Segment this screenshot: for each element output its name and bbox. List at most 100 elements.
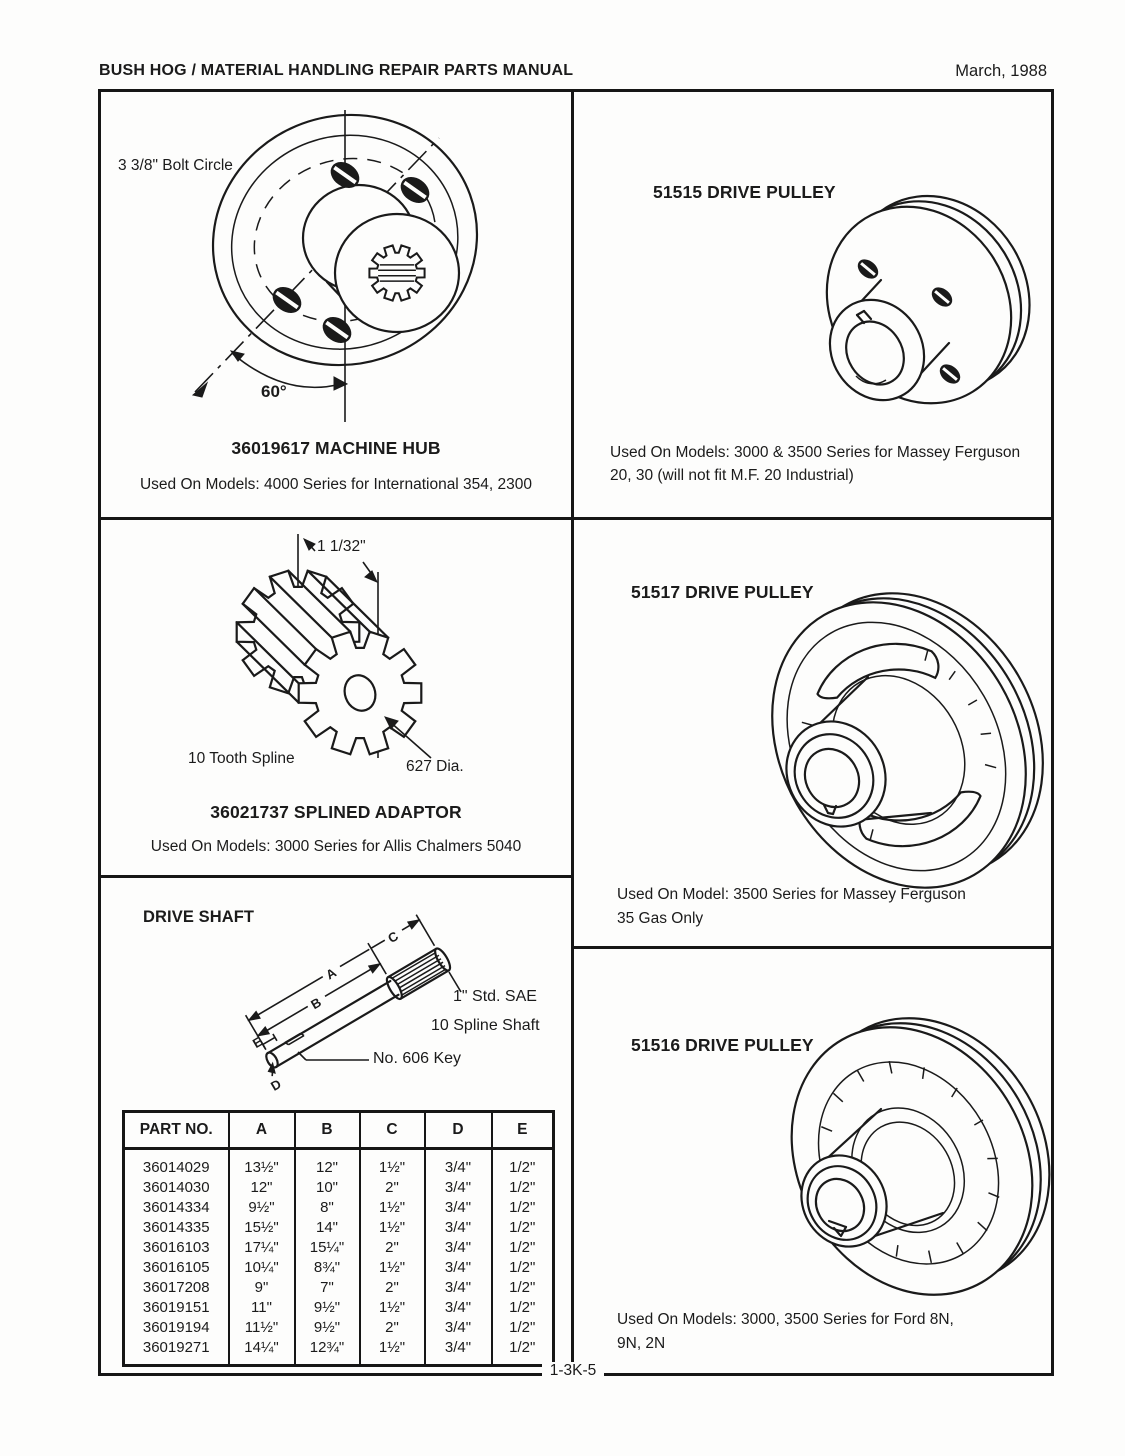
- table-cell: 12¾": [293, 1337, 361, 1366]
- pulley-51515-used-on-line2: 20, 30 (will not fit M.F. 20 Industrial): [610, 467, 854, 484]
- table-cell: 2": [358, 1277, 426, 1297]
- bolt-holes: [272, 162, 430, 343]
- row-divider-right: [574, 946, 1051, 949]
- column-divider: [571, 92, 574, 1373]
- table-cell: 17¼": [227, 1237, 296, 1257]
- table-cell: 3/4": [423, 1257, 493, 1277]
- pulley-51517-drawing: [771, 592, 1044, 889]
- table-cell: 36017208: [122, 1277, 230, 1297]
- table-cell: 12": [227, 1177, 296, 1197]
- column-header: D: [423, 1111, 493, 1150]
- column-header: C: [358, 1111, 426, 1150]
- splined-adaptor-title: 36021737 SPLINED ADAPTOR: [210, 802, 462, 822]
- section-machine-hub: 3 3/8" Bolt Circle 60° 36019617 MACHINE …: [101, 92, 571, 517]
- table-cell: 3/4": [423, 1297, 493, 1317]
- table-cell: 13½": [227, 1148, 296, 1177]
- table-cell: 1/2": [490, 1297, 555, 1317]
- table-cell: 1/2": [490, 1237, 555, 1257]
- table-cell: 8¾": [293, 1257, 361, 1277]
- table-cell: 1½": [358, 1337, 426, 1366]
- table-cell: 36019271: [122, 1337, 230, 1366]
- table-cell: 9": [227, 1277, 296, 1297]
- page-code: 1-3K-5: [541, 1362, 605, 1380]
- table-cell: 12": [293, 1148, 361, 1177]
- pulley-51517-title: 51517 DRIVE PULLEY: [631, 582, 814, 602]
- table-cell: 15½": [227, 1217, 296, 1237]
- column-header: B: [293, 1111, 361, 1150]
- dim-label-d: D: [268, 1076, 284, 1094]
- table-cell: 36019151: [122, 1297, 230, 1317]
- table-cell: 1/2": [490, 1197, 555, 1217]
- table-cell: 10": [293, 1177, 361, 1197]
- footer: 1-3K-5: [98, 1362, 1048, 1380]
- column-header: E: [490, 1111, 555, 1150]
- drive-shaft-title: DRIVE SHAFT: [143, 908, 255, 926]
- table-cell: 15¼": [293, 1237, 361, 1257]
- page-date: March, 1988: [955, 62, 1047, 80]
- table-cell: 3/4": [423, 1317, 493, 1337]
- table-cell: 1/2": [490, 1337, 555, 1366]
- splined-adaptor-used-on: Used On Models: 3000 Series for Allis Ch…: [150, 838, 522, 855]
- table-cell: 1½": [358, 1217, 426, 1237]
- section-pulley-51516: 51516 DRIVE PULLEY Used On Models: 3000,…: [574, 949, 1051, 1373]
- section-pulley-51515: 51515 DRIVE PULLEY Used On Models: 3000 …: [574, 92, 1051, 517]
- table-cell: 36014030: [122, 1177, 230, 1197]
- table-cell: 9½": [227, 1197, 296, 1217]
- column-header: A: [227, 1111, 296, 1150]
- callout-spline-shaft-line1: 1" Std. SAE: [453, 988, 537, 1005]
- table-cell: 3/4": [423, 1237, 493, 1257]
- table-cell: 1/2": [490, 1257, 555, 1277]
- section-splined-adaptor: 1 1/32" 10 Tooth Spline 627 Dia. 3602173…: [101, 520, 571, 875]
- page-title: BUSH HOG / MATERIAL HANDLING REPAIR PART…: [99, 62, 574, 79]
- table-cell: 36014029: [122, 1148, 230, 1177]
- dim-label-a: A: [323, 964, 339, 982]
- pulley-51515-drawing: [825, 194, 1031, 405]
- table-cell: 11": [227, 1297, 296, 1317]
- content-grid: 3 3/8" Bolt Circle 60° 36019617 MACHINE …: [98, 89, 1054, 1376]
- callout-key: No. 606 Key: [373, 1050, 462, 1067]
- table-cell: 36019194: [122, 1317, 230, 1337]
- table-cell: 10¼": [227, 1257, 296, 1277]
- table-cell: 9½": [293, 1317, 361, 1337]
- dim-label-e: E: [250, 1034, 265, 1051]
- table-cell: 1/2": [490, 1148, 555, 1177]
- table-cell: 1½": [358, 1297, 426, 1317]
- table-cell: 1/2": [490, 1217, 555, 1237]
- pulley-51516-title: 51516 DRIVE PULLEY: [631, 1035, 814, 1055]
- section-pulley-51517: 51517 DRIVE PULLEY Used On Model: 3500 S…: [574, 520, 1051, 946]
- table-cell: 2": [358, 1317, 426, 1337]
- callout-angle: 60°: [261, 382, 287, 401]
- callout-diameter: 627 Dia.: [406, 758, 464, 775]
- table-cell: 7": [293, 1277, 361, 1297]
- table-cell: 3/4": [423, 1337, 493, 1366]
- pulley-51515-title: 51515 DRIVE PULLEY: [653, 182, 836, 202]
- pulley-51516-drawing: [790, 1017, 1051, 1296]
- table-cell: 36016105: [122, 1257, 230, 1277]
- table-cell: 3/4": [423, 1217, 493, 1237]
- table-cell: 3/4": [423, 1197, 493, 1217]
- row-divider-top: [101, 517, 1051, 520]
- row-divider-left: [101, 875, 571, 878]
- table-cell: 1/2": [490, 1277, 555, 1297]
- table-cell: 14¼": [227, 1337, 296, 1366]
- column-header: PART NO.: [122, 1111, 230, 1150]
- table-cell: 36014334: [122, 1197, 230, 1217]
- pulley-51516-used-on-line2: 9N, 2N: [617, 1335, 666, 1352]
- table-cell: 1½": [358, 1148, 426, 1177]
- pulley-51517-used-on-line2: 35 Gas Only: [617, 910, 704, 927]
- callout-bolt-circle: 3 3/8" Bolt Circle: [118, 157, 233, 174]
- table-cell: 2": [358, 1177, 426, 1197]
- table-cell: 1½": [358, 1197, 426, 1217]
